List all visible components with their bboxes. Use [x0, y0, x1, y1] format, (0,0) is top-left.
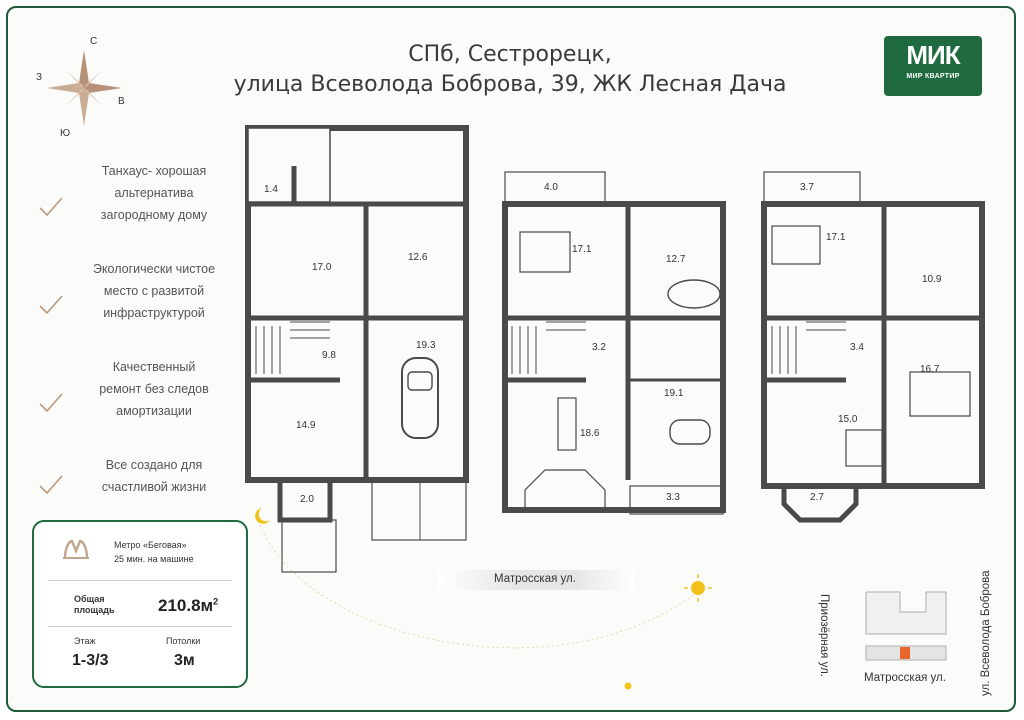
street-label-bottom: Матросская ул. [494, 573, 576, 585]
info-card: Метро «Беговая» 25 мин. на машине Общая … [32, 520, 248, 688]
brand-logo[interactable]: МИК МИР КВАРТИР [884, 36, 982, 96]
room-area-label: 4.0 [544, 182, 558, 193]
ceiling-value: 3м [174, 652, 195, 669]
floor-3-plan [761, 171, 985, 523]
floor-value: 1-3/3 [72, 652, 109, 669]
room-area-label: 12.7 [666, 254, 686, 265]
logo-text: МИР КВАРТИР [906, 73, 960, 80]
check-icon [39, 475, 63, 495]
room-area-label: 19.1 [664, 388, 684, 399]
compass-east: В [118, 96, 125, 107]
compass-west: З [36, 72, 43, 83]
feature-text: амортизации [116, 404, 192, 418]
feature-text: Все создано для [105, 458, 203, 472]
ceiling-label: Потолки [166, 636, 201, 646]
room-area-label: 9.8 [322, 350, 336, 361]
feature-text: счастливой жизни [101, 480, 207, 494]
title-line-1: СПб, Сестрорецк, [408, 42, 612, 67]
room-area-label: 12.6 [408, 252, 428, 263]
room-area-label: 15.0 [838, 414, 858, 425]
room-area-label: 10.9 [922, 274, 942, 285]
feature-text: Качественный [112, 360, 196, 374]
feature-item: Танхаус- хорошая альтернатива загородном… [36, 160, 226, 258]
room-area-label: 17.1 [826, 232, 846, 243]
feature-item: Экологически чистое место с развитой инф… [36, 258, 226, 356]
compass-south: Ю [60, 128, 71, 139]
divider [48, 626, 232, 627]
room-area-label: 3.3 [666, 492, 680, 503]
room-area-label: 1.4 [264, 184, 278, 195]
area-value: 210.8м2 [158, 596, 219, 615]
moon-icon [255, 508, 270, 524]
floor-2-plan [502, 171, 726, 515]
title-line-2: улица Всеволода Боброва, 39, ЖК Лесная Д… [233, 72, 787, 97]
site-map [865, 591, 947, 661]
check-icon [39, 393, 63, 413]
small-sun-icon [624, 682, 632, 690]
area-label: площадь [74, 605, 115, 615]
street-band [438, 570, 634, 590]
room-area-label: 14.9 [296, 420, 316, 431]
metro-name: Метро «Беговая» [114, 540, 187, 550]
feature-text: Экологически чистое [92, 262, 216, 276]
feature-text: альтернатива [114, 186, 194, 200]
check-icon [39, 295, 63, 315]
feature-text: место с развитой [103, 284, 205, 298]
logo-mark: МИК [906, 40, 960, 70]
compass-north: С [90, 36, 98, 47]
feature-item: Все создано для счастливой жизни [36, 454, 226, 552]
page-title: СПб, Сестрорецк, улица Всеволода Боброва… [230, 40, 790, 100]
room-area-label: 2.7 [810, 492, 824, 503]
room-area-label: 2.0 [300, 494, 314, 505]
street-label-site: Матросская ул. [864, 672, 946, 684]
feature-text: Танхаус- хорошая [101, 164, 207, 178]
divider [48, 580, 232, 581]
location-marker-icon [900, 647, 910, 659]
room-area-label: 18.6 [580, 428, 600, 439]
metro-time: 25 мин. на машине [114, 554, 194, 564]
check-icon [39, 197, 63, 217]
room-area-label: 16.7 [920, 364, 940, 375]
feature-text: ремонт без следов [99, 382, 209, 396]
room-area-label: 19.3 [416, 340, 436, 351]
room-area-label: 3.2 [592, 342, 606, 353]
feature-item: Качественный ремонт без следов амортизац… [36, 356, 226, 454]
floor-1-plan [245, 125, 469, 573]
room-area-label: 3.4 [850, 342, 864, 353]
floor-label: Этаж [74, 636, 96, 646]
area-label: Общая [74, 594, 105, 604]
metro-icon [63, 539, 89, 559]
feature-text: загородному дому [100, 208, 208, 222]
feature-text: инфраструктурой [103, 306, 205, 320]
room-area-label: 17.0 [312, 262, 332, 273]
features-list: Танхаус- хорошая альтернатива загородном… [36, 160, 226, 552]
room-area-label: 3.7 [800, 182, 814, 193]
sun-icon [684, 574, 712, 602]
room-area-label: 17.1 [572, 244, 592, 255]
